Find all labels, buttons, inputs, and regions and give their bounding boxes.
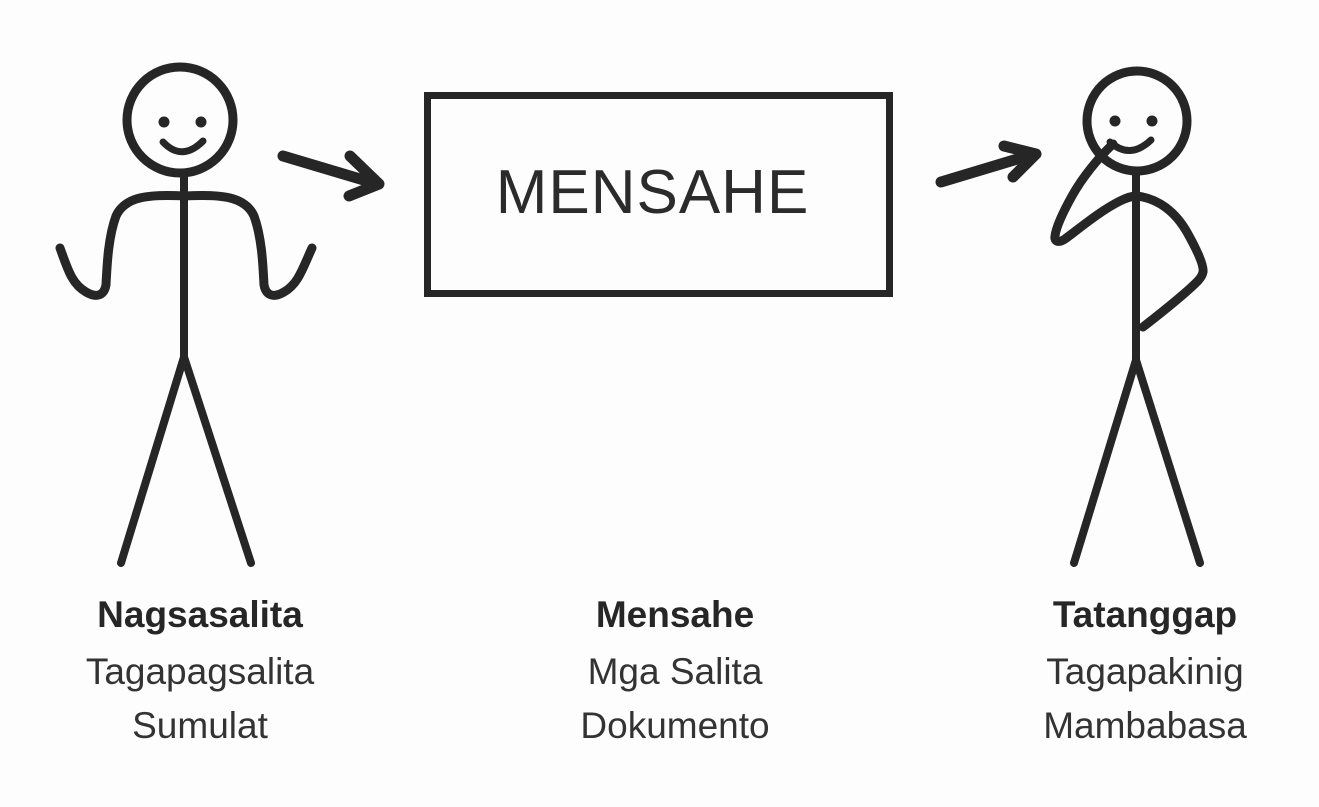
receiver-figure	[1050, 66, 1208, 567]
message-box-label: MENSAHE	[495, 157, 810, 227]
speaker-smile-icon	[159, 137, 207, 156]
caption-title-message: Mensahe	[595, 594, 755, 635]
speaker-head-icon	[122, 62, 238, 178]
speaker-left-leg	[117, 353, 188, 567]
message-box: MENSAHE	[424, 92, 893, 297]
caption-line-receiver-2: Mambabasa	[1043, 705, 1247, 746]
arrow-message-to-receiver-icon	[935, 140, 1042, 188]
caption-line-receiver-1: Tagapakinig	[1046, 651, 1244, 692]
speaker-right-leg	[180, 353, 255, 567]
caption-line-message-2: Dokumento	[580, 705, 770, 746]
arrow-speaker-to-message-icon	[277, 150, 385, 202]
caption-column-speaker: Nagsasalita Tagapagsalita Sumulat	[0, 596, 400, 761]
caption-title-receiver: Tatanggap	[1052, 594, 1238, 635]
speaker-right-arm	[179, 190, 317, 300]
receiver-right-leg	[1132, 356, 1204, 567]
receiver-left-leg	[1070, 356, 1140, 567]
receiver-right-eye-icon	[1146, 115, 1158, 127]
speaker-figure	[55, 62, 317, 567]
caption-line-speaker-2: Sumulat	[132, 705, 268, 746]
caption-line-message-1: Mga Salita	[587, 651, 763, 692]
speaker-right-eye-icon	[195, 116, 207, 128]
caption-line-speaker-1: Tagapagsalita	[85, 651, 315, 692]
caption-title-speaker: Nagsasalita	[97, 594, 303, 635]
caption-column-receiver: Tatanggap Tagapakinig Mambabasa	[945, 596, 1319, 761]
speaker-left-eye-icon	[158, 116, 170, 128]
speaker-left-arm	[55, 190, 191, 300]
caption-column-message: Mensahe Mga Salita Dokumento	[475, 596, 875, 761]
receiver-listening-arm	[1050, 139, 1141, 246]
receiver-left-eye-icon	[1109, 115, 1121, 127]
receiver-hip-arm	[1131, 191, 1208, 332]
